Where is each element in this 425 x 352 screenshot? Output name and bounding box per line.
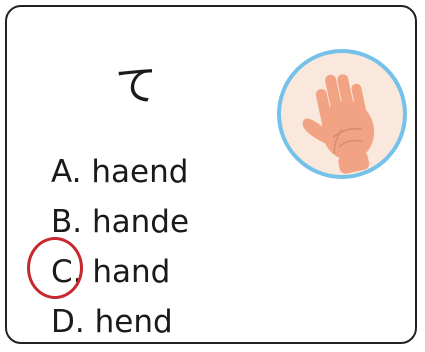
hand-icon bbox=[263, 47, 421, 181]
option-b-letter: B. bbox=[51, 204, 83, 240]
option-a-word: haend bbox=[91, 154, 189, 190]
option-b-word: hande bbox=[91, 204, 190, 240]
option-c-word: hand bbox=[92, 254, 171, 290]
flashcard: て A. haend B. hande C. hand D. hend bbox=[5, 5, 417, 344]
option-a-letter: A. bbox=[51, 154, 82, 190]
kana-character: て bbox=[115, 61, 158, 110]
option-d-letter: D. bbox=[51, 304, 85, 340]
option-a[interactable]: A. haend bbox=[51, 157, 188, 188]
option-d[interactable]: D. hend bbox=[51, 307, 173, 338]
option-d-word: hend bbox=[94, 304, 173, 340]
selected-answer-circle bbox=[27, 237, 83, 299]
option-b[interactable]: B. hande bbox=[51, 207, 189, 238]
